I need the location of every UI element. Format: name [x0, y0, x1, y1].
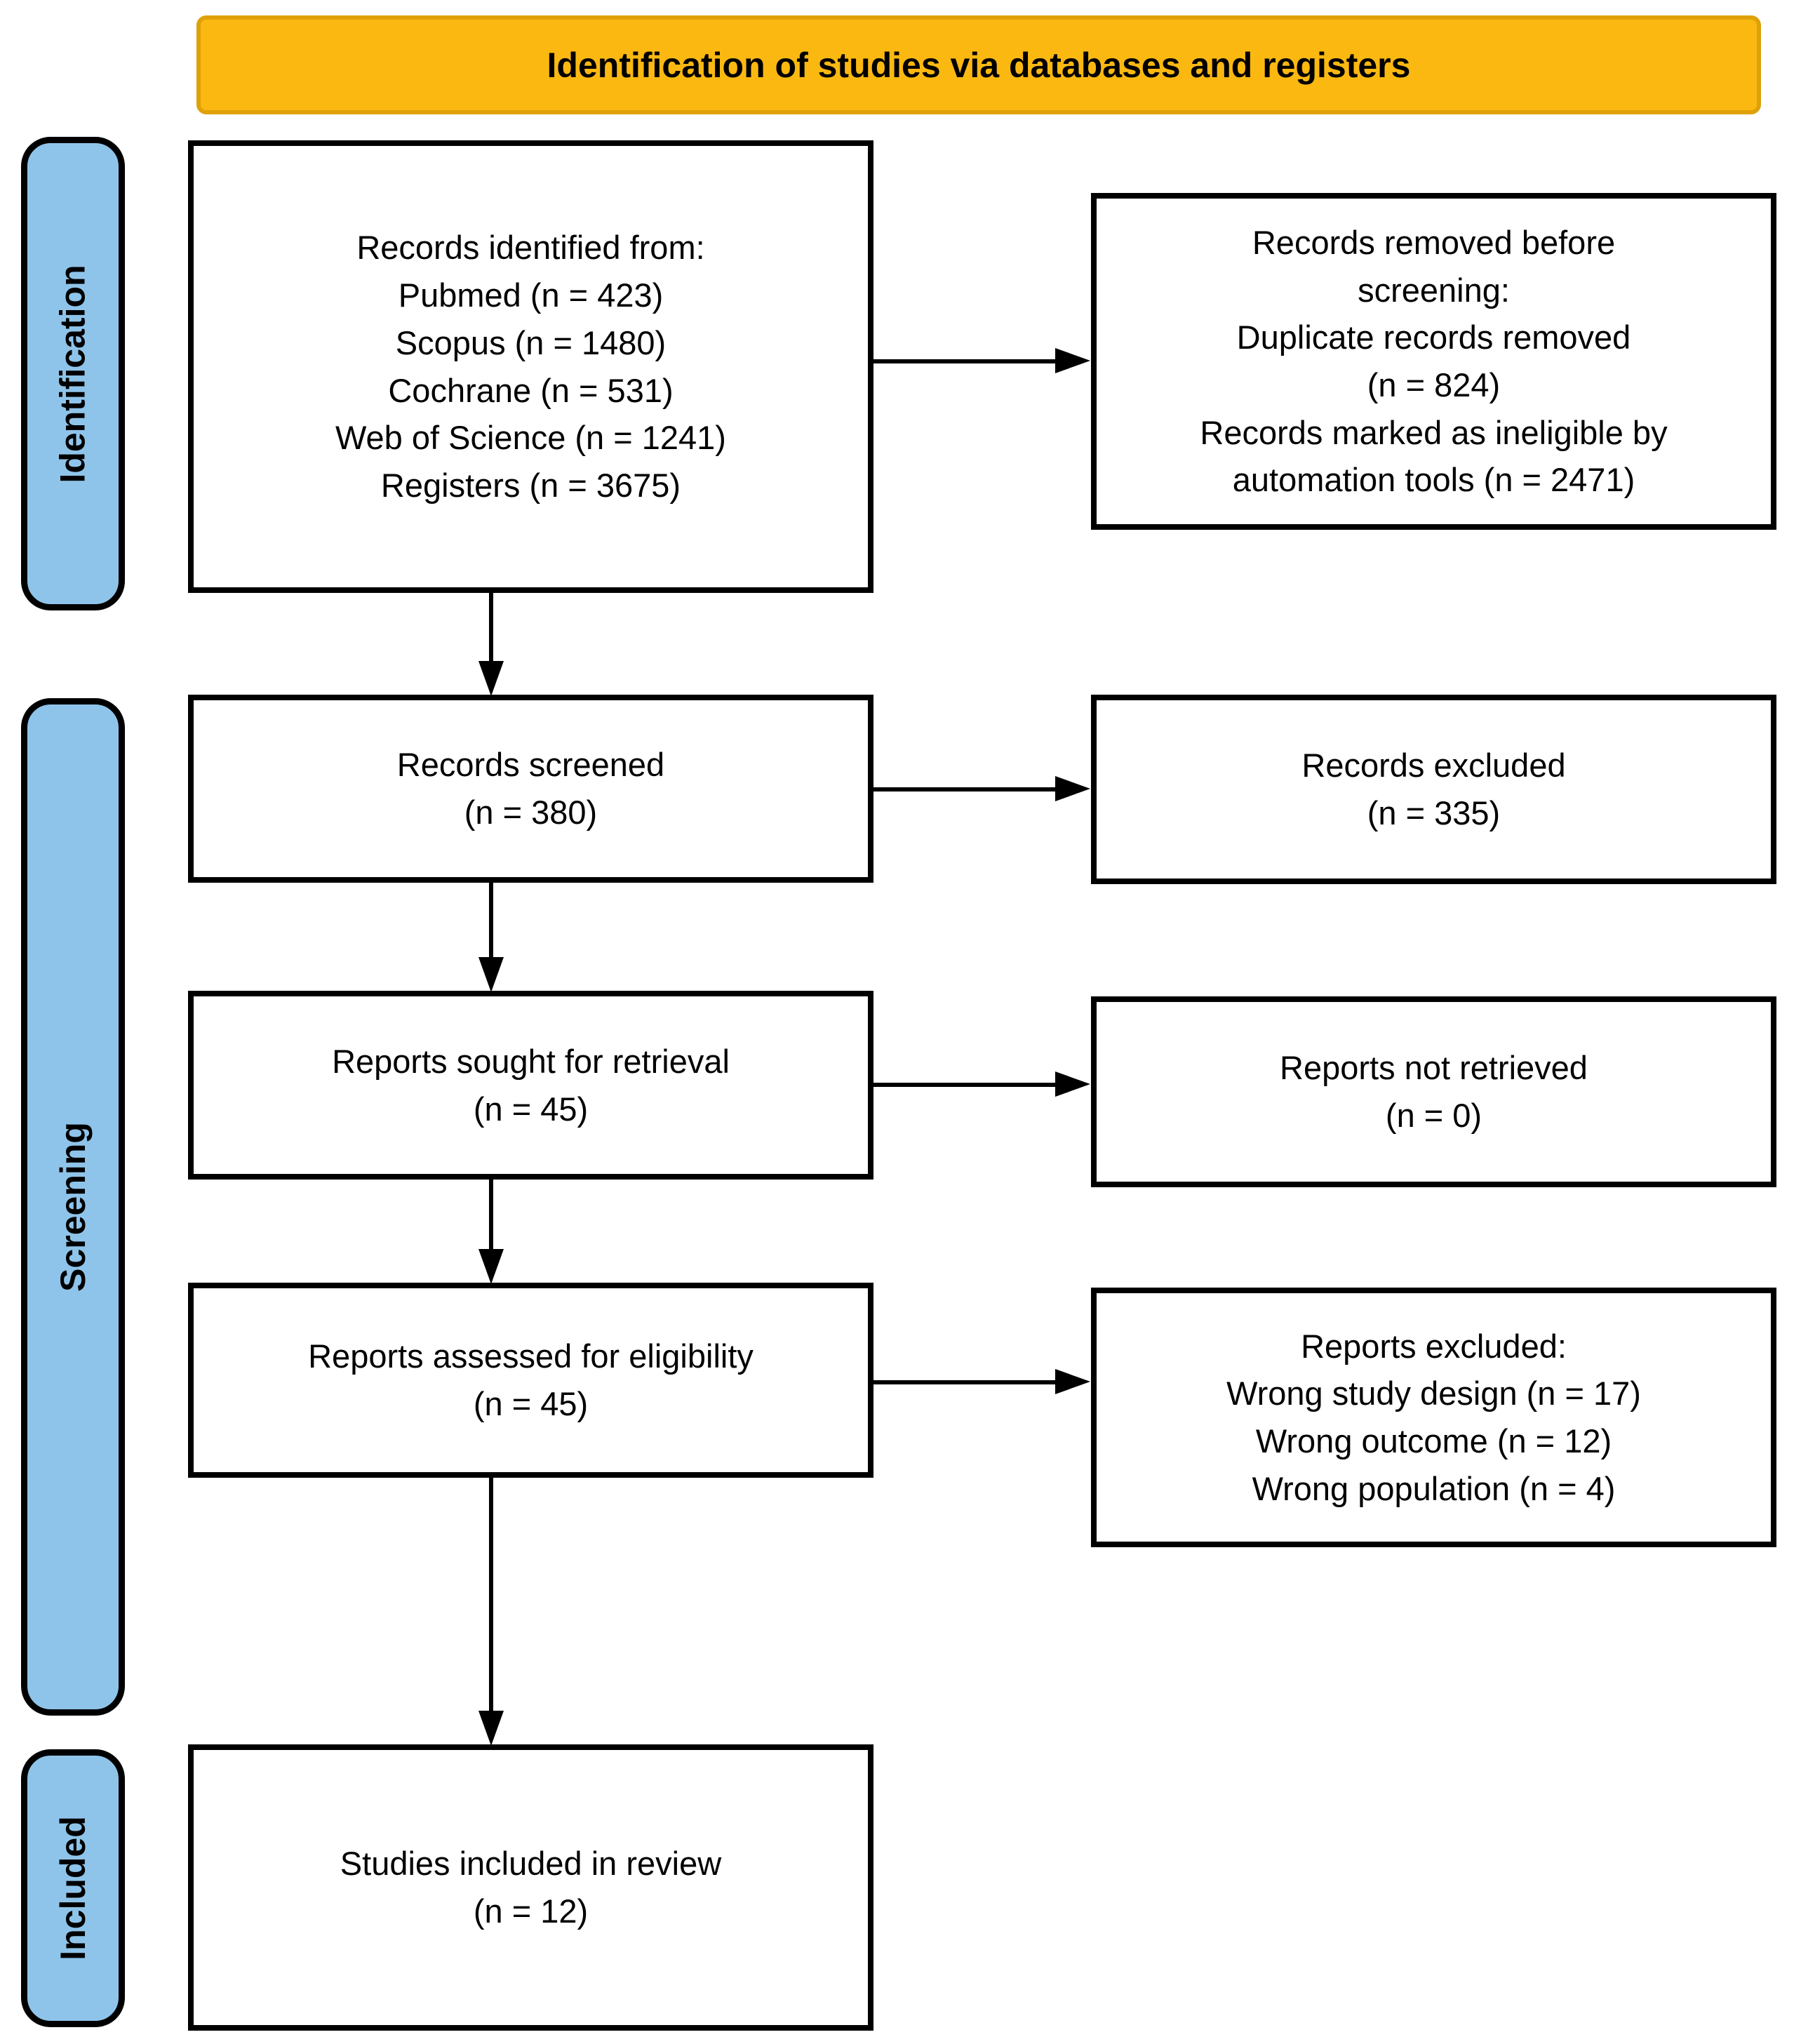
arrow-sought-to-notretrieved-line: [873, 1083, 1057, 1087]
box-line: Web of Science (n = 1241): [335, 419, 726, 457]
arrow-screened-to-sought-line: [489, 883, 493, 958]
box-reports-not-retrieved: Reports not retrieved (n = 0): [1091, 996, 1776, 1187]
box-line: automation tools (n = 2471): [1232, 461, 1635, 499]
box-line: (n = 335): [1367, 794, 1501, 831]
box-line: Pubmed (n = 423): [398, 276, 664, 314]
box-records-screened: Records screened (n = 380): [188, 695, 873, 883]
arrow-right-icon: [1055, 776, 1090, 801]
arrow-sought-to-assessed-line: [489, 1180, 493, 1250]
box-line: (n = 380): [464, 794, 598, 831]
stage-label-included: Included: [21, 1749, 125, 2027]
arrow-down-icon: [478, 661, 504, 696]
box-line: Studies included in review: [340, 1845, 722, 1883]
banner-identification-via-databases: Identification of studies via databases …: [196, 15, 1761, 114]
box-studies-included: Studies included in review (n = 12): [188, 1744, 873, 2031]
box-reports-assessed: Reports assessed for eligibility (n = 45…: [188, 1283, 873, 1478]
box-records-removed-before-screening: Records removed before screening: Duplic…: [1091, 193, 1776, 530]
arrow-right-icon: [1055, 348, 1090, 373]
box-line: (n = 45): [473, 1090, 589, 1128]
box-line: screening:: [1358, 271, 1510, 309]
box-line: Records excluded: [1301, 747, 1566, 784]
box-line: Reports not retrieved: [1280, 1049, 1588, 1087]
box-line: Registers (n = 3675): [380, 466, 681, 504]
box-line: Records screened: [396, 746, 665, 784]
box-line: (n = 0): [1385, 1097, 1482, 1134]
arrow-down-icon: [478, 1249, 504, 1284]
arrow-right-icon: [1055, 1369, 1090, 1394]
arrow-down-icon: [478, 1711, 504, 1746]
arrow-identified-to-removed-line: [873, 359, 1057, 363]
banner-title: Identification of studies via databases …: [547, 45, 1411, 85]
box-line: Records identified from:: [356, 229, 705, 267]
box-reports-sought: Reports sought for retrieval (n = 45): [188, 991, 873, 1180]
box-line: Reports sought for retrieval: [332, 1042, 730, 1080]
box-line: Cochrane (n = 531): [388, 371, 674, 409]
box-line: Wrong population (n = 4): [1252, 1469, 1616, 1507]
box-line: Records removed before: [1252, 223, 1616, 261]
box-reports-excluded: Reports excluded: Wrong study design (n …: [1091, 1288, 1776, 1547]
arrow-right-icon: [1055, 1071, 1090, 1097]
box-records-excluded: Records excluded (n = 335): [1091, 695, 1776, 884]
arrow-down-icon: [478, 957, 504, 992]
arrow-identified-to-screened-line: [489, 593, 493, 663]
arrow-assessed-to-included-line: [489, 1478, 493, 1712]
stage-label-identification-text: Identification: [53, 264, 93, 483]
box-line: Reports assessed for eligibility: [308, 1337, 754, 1375]
box-records-identified: Records identified from: Pubmed (n = 423…: [188, 140, 873, 593]
box-line: (n = 45): [473, 1385, 589, 1422]
box-line: Wrong study design (n = 17): [1226, 1375, 1641, 1412]
stage-label-included-text: Included: [53, 1816, 93, 1960]
arrow-assessed-to-reportsexcluded-line: [873, 1380, 1057, 1384]
box-line: Wrong outcome (n = 12): [1255, 1422, 1612, 1459]
box-line: Duplicate records removed: [1236, 319, 1631, 356]
stage-label-identification: Identification: [21, 137, 125, 610]
box-line: Records marked as ineligible by: [1200, 413, 1668, 451]
stage-label-screening: Screening: [21, 698, 125, 1716]
box-line: Reports excluded:: [1301, 1327, 1567, 1365]
box-line: (n = 824): [1367, 366, 1501, 403]
stage-label-screening-text: Screening: [53, 1122, 93, 1292]
box-line: Scopus (n = 1480): [395, 323, 667, 361]
arrow-screened-to-excluded-line: [873, 787, 1057, 791]
box-line: (n = 12): [473, 1892, 589, 1930]
